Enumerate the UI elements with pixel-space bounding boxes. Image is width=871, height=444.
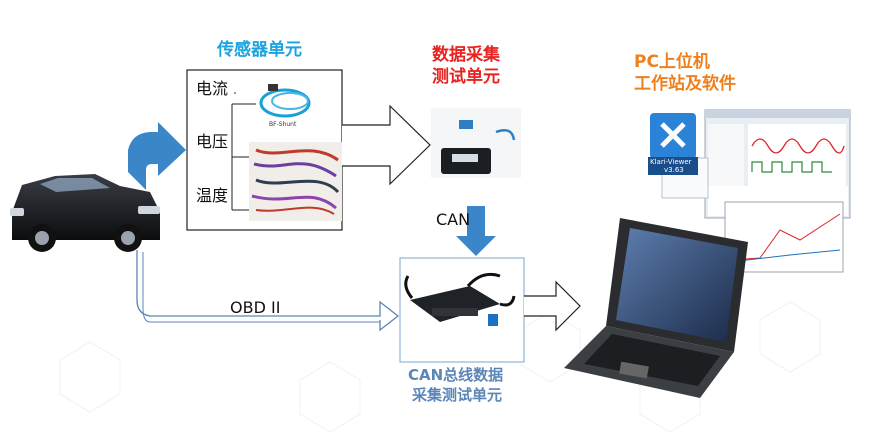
can-unit-title-line2: 采集测试单元: [412, 386, 503, 404]
hollow-arrow-to-laptop: [524, 280, 581, 332]
can-logger-image: [404, 272, 516, 326]
daq-title-line1: 数据采集: [432, 45, 500, 65]
can-unit-title-line1: CAN总线数据: [408, 366, 504, 384]
can-unit-box: [399, 257, 525, 363]
rugged-laptop-image: [564, 218, 748, 398]
sensor-unit-title: 传感器单元: [217, 40, 302, 60]
hollow-arrow-to-daq: [342, 104, 431, 186]
software-screenshot: [661, 109, 851, 273]
daq-device-image: [431, 108, 521, 178]
can-down-arrow: [456, 206, 496, 256]
obd-arrow: [136, 250, 400, 332]
software-name-label: Klari-Viewer: [650, 158, 692, 166]
curved-blue-arrow: [128, 122, 186, 190]
software-version-label: v3.63: [664, 166, 684, 174]
obd-label: OBD II: [230, 298, 281, 317]
shunt-tag-label: BF-Shunt: [269, 121, 297, 128]
current-label: 电流: [196, 79, 229, 98]
voltage-label: 电压: [196, 132, 229, 151]
daq-title-line2: 测试单元: [432, 67, 500, 87]
klari-viewer-icon: [648, 113, 698, 175]
pc-title-line2: 工作站及软件: [634, 74, 736, 94]
temperature-label: 温度: [196, 186, 229, 205]
pc-title-line1: PC上位机: [634, 52, 710, 72]
suv-vehicle: [10, 174, 160, 252]
shunt-sensor-image: [259, 84, 311, 118]
can-label: CAN: [436, 210, 471, 229]
wire-harness-image: [249, 142, 342, 221]
